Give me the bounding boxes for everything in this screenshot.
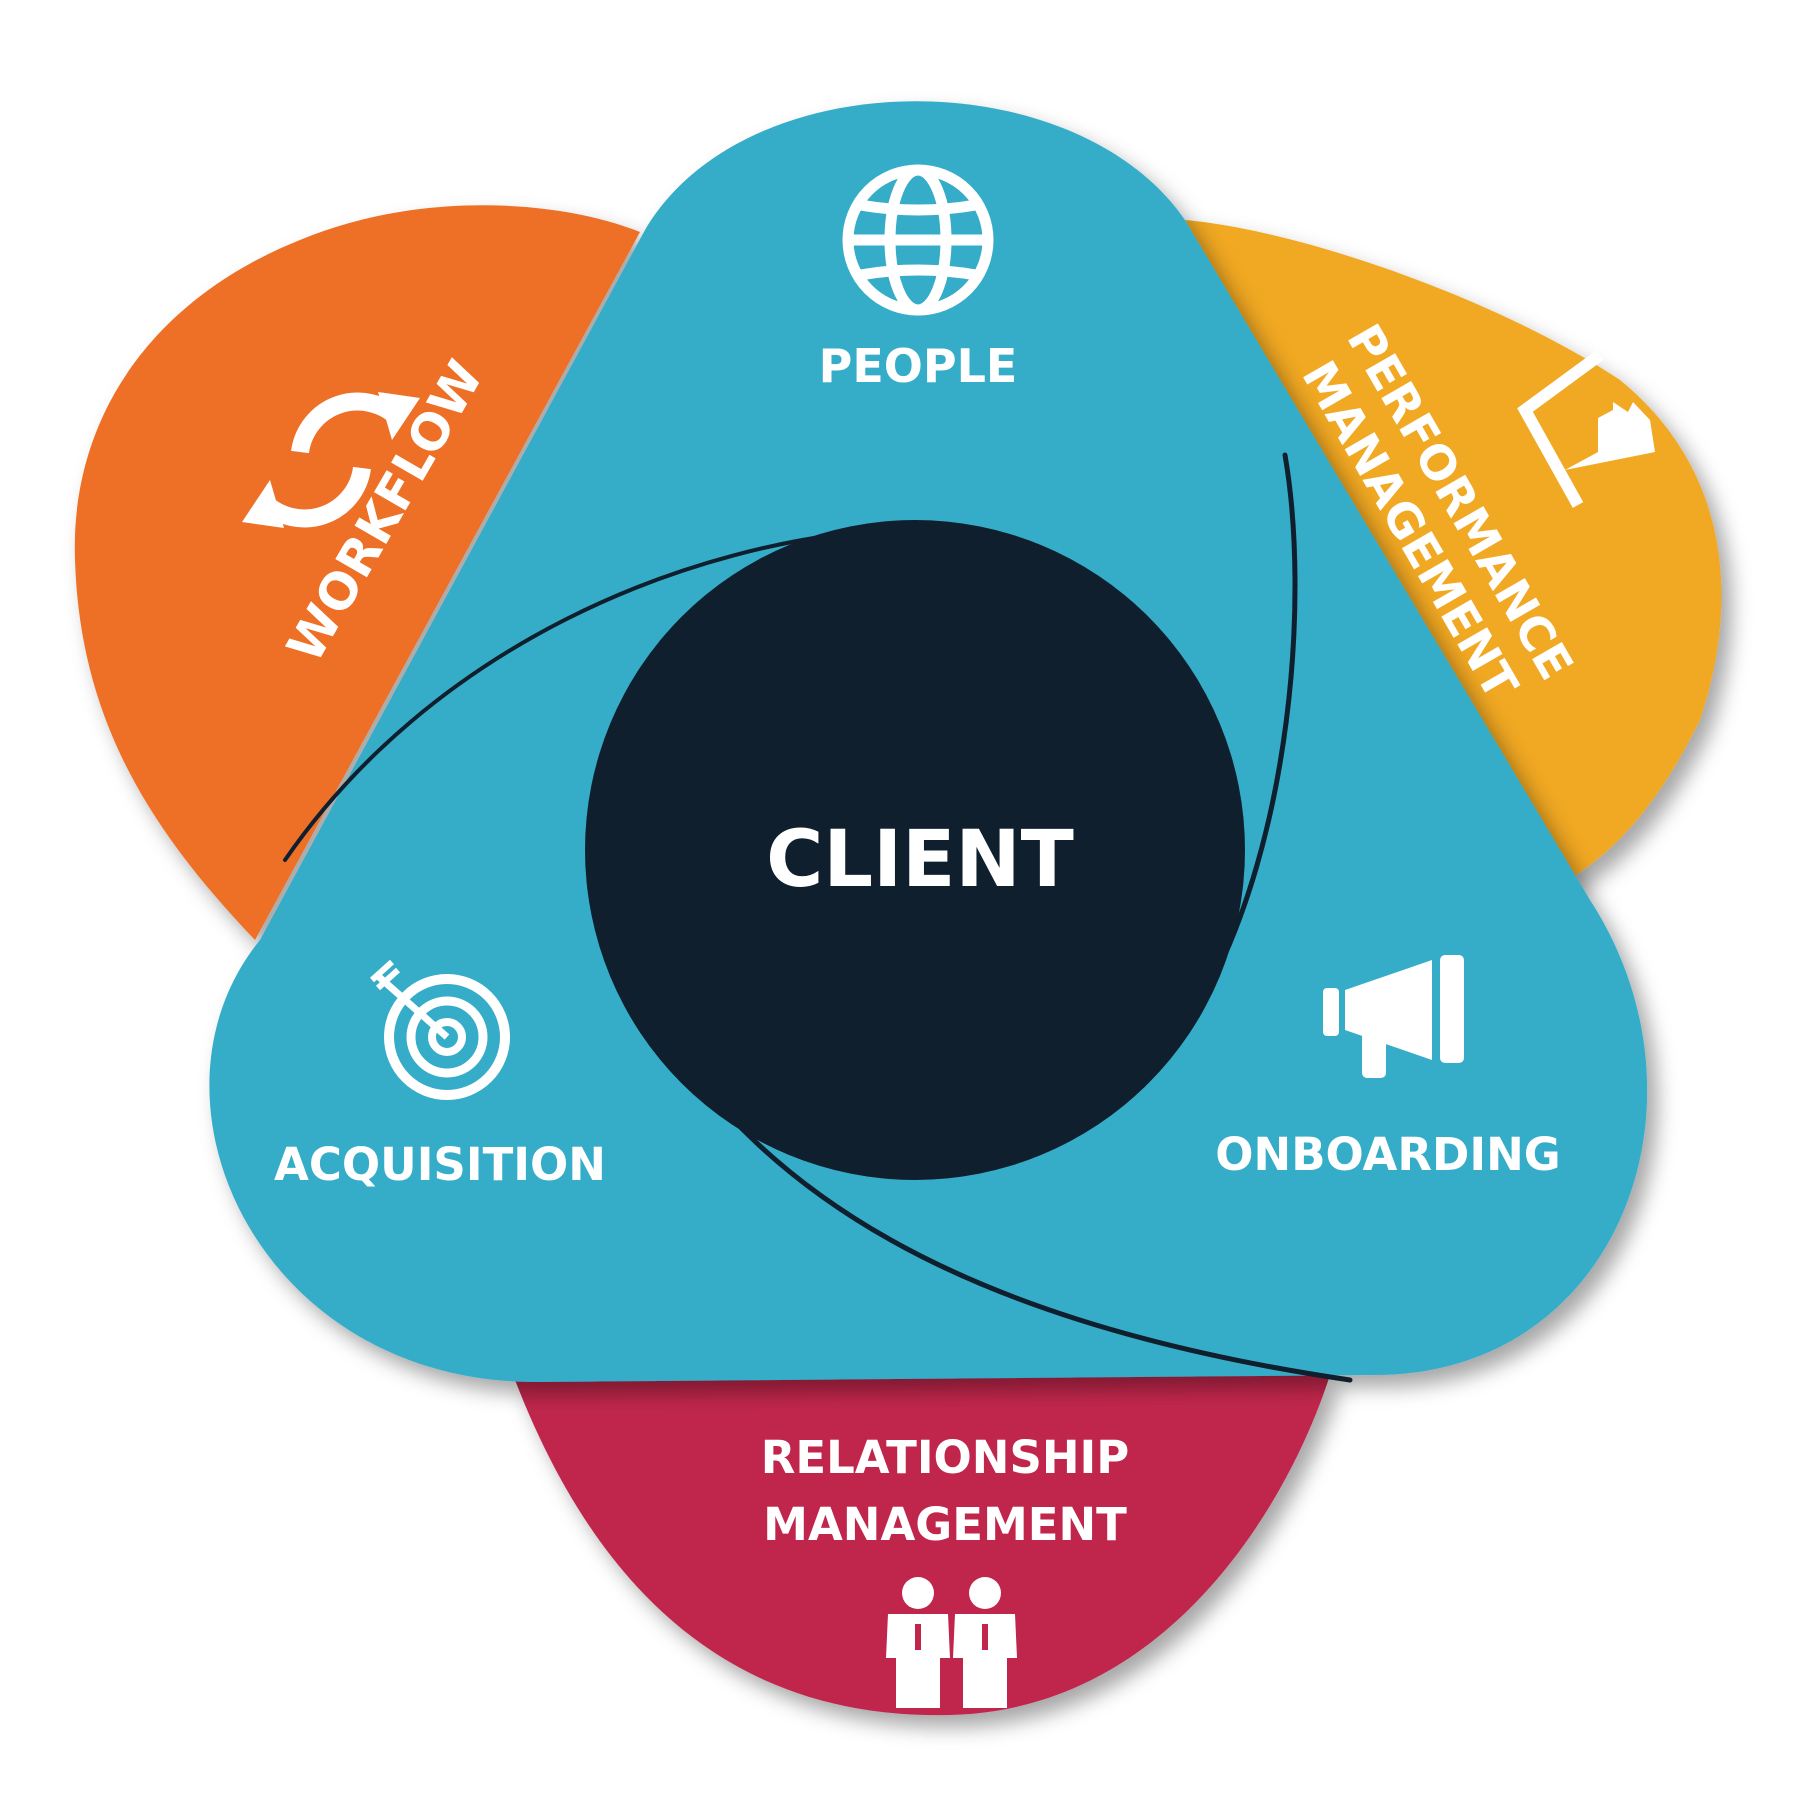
acquisition-label: ACQUISITION [274, 1138, 606, 1191]
target-icon [369, 959, 510, 1100]
chart-icon [1517, 350, 1655, 508]
relationship-management-petal [515, 1375, 1330, 1716]
workflow-petal [74, 205, 640, 941]
globe-icon [842, 164, 994, 316]
performance-management-petal [1185, 220, 1722, 885]
onboarding-label: ONBOARDING [1215, 1128, 1560, 1181]
refresh-arrowheads [242, 392, 420, 528]
people-label: PEOPLE [819, 339, 1018, 393]
swirl-line-right [1202, 452, 1298, 998]
megaphone-icon [1323, 955, 1464, 1078]
people-icon [886, 1577, 1017, 1708]
client-label: CLIENT [766, 815, 1074, 905]
relationship-label-line2: MANAGEMENT [763, 1498, 1127, 1551]
relationship-label-line1: RELATIONSHIP [761, 1431, 1130, 1484]
client-circle [585, 520, 1245, 1180]
